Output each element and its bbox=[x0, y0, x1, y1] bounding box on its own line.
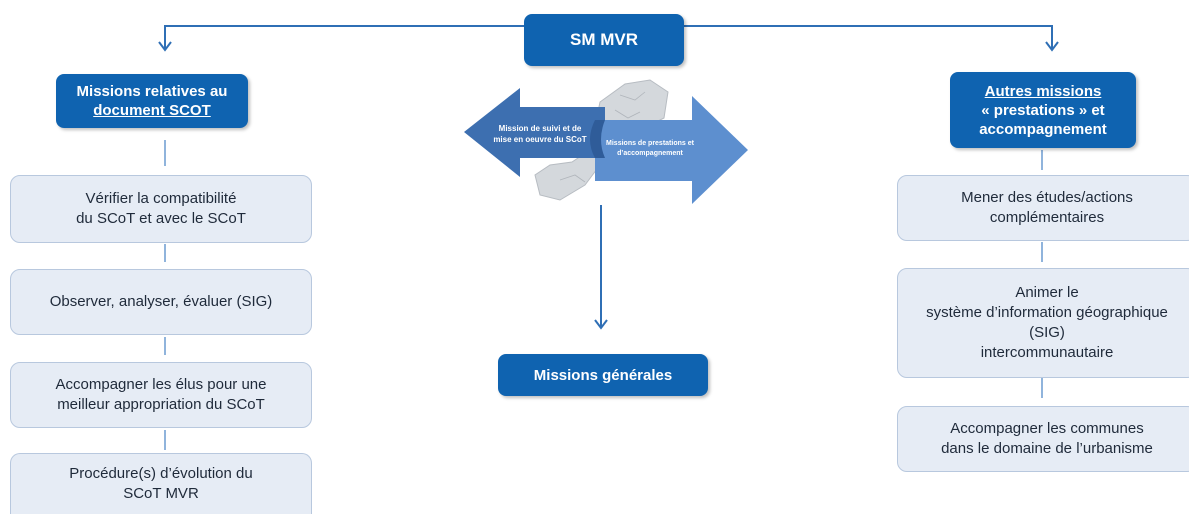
right-arrow-shape bbox=[595, 96, 748, 204]
right-header-line3: accompagnement bbox=[979, 120, 1107, 138]
right-item-2: Animer le système d’information géograph… bbox=[897, 268, 1189, 378]
sm-mvr-title: SM MVR bbox=[570, 30, 638, 49]
left-item-3: Accompagner les élus pour une meilleur a… bbox=[10, 362, 312, 428]
left-item-4-line2: SCoT MVR bbox=[123, 485, 199, 502]
right-item-2-line1: Animer le bbox=[1015, 284, 1079, 301]
right-header-box: Autres missions « prestations » et accom… bbox=[950, 72, 1136, 148]
left-item-4: Procédure(s) d’évolution du SCoT MVR bbox=[10, 453, 312, 514]
sm-mvr-box: SM MVR bbox=[524, 14, 684, 66]
right-item-2-line3: (SIG) bbox=[1029, 324, 1065, 341]
right-header-line2: « prestations » et bbox=[981, 101, 1105, 119]
right-item-1: Mener des études/actions complémentaires bbox=[897, 175, 1189, 241]
right-item-2-line4: intercommunautaire bbox=[980, 344, 1114, 361]
left-item-2: Observer, analyser, évaluer (SIG) bbox=[10, 269, 312, 335]
right-item-2-line2: système d’information géographique bbox=[926, 304, 1168, 321]
right-item-3: Accompagner les communes dans le domaine… bbox=[897, 406, 1189, 472]
left-arrow-label: Mission de suivi et de mise en oeuvre du… bbox=[493, 124, 587, 144]
left-arrow-shape bbox=[464, 88, 605, 177]
left-item-2-line1: Observer, analyser, évaluer (SIG) bbox=[49, 293, 273, 310]
left-item-1: Vérifier la compatibilité du SCoT et ave… bbox=[10, 175, 312, 243]
right-arrow-label: Missions de prestations et d’accompagnem… bbox=[606, 140, 694, 157]
right-item-1-line1: Mener des études/actions bbox=[961, 189, 1133, 206]
left-header-line1: Missions relatives au bbox=[76, 83, 228, 100]
right-item-3-line2: dans le domaine de l’urbanisme bbox=[941, 440, 1153, 457]
left-item-3-line1: Accompagner les élus pour une bbox=[55, 376, 267, 393]
left-item-1-line2: du SCoT et avec le SCoT bbox=[76, 210, 246, 227]
right-arrow-text: Missions de prestations et d’accompagnem… bbox=[604, 139, 696, 159]
right-header-line1: Autres missions bbox=[984, 82, 1102, 100]
left-header-line2: document SCOT bbox=[93, 102, 211, 119]
left-item-3-line2: meilleur appropriation du SCoT bbox=[57, 396, 265, 413]
left-header-box: Missions relatives au document SCOT bbox=[56, 74, 248, 128]
missions-generales-label: Missions générales bbox=[533, 366, 673, 384]
left-item-4-line1: Procédure(s) d’évolution du bbox=[69, 465, 253, 482]
right-item-1-line2: complémentaires bbox=[989, 209, 1105, 226]
left-item-1-line1: Vérifier la compatibilité bbox=[85, 190, 237, 207]
missions-generales-box: Missions générales bbox=[498, 354, 708, 396]
left-arrow-text: Mission de suivi et de mise en oeuvre du… bbox=[492, 123, 588, 145]
right-item-3-line1: Accompagner les communes bbox=[950, 420, 1144, 437]
